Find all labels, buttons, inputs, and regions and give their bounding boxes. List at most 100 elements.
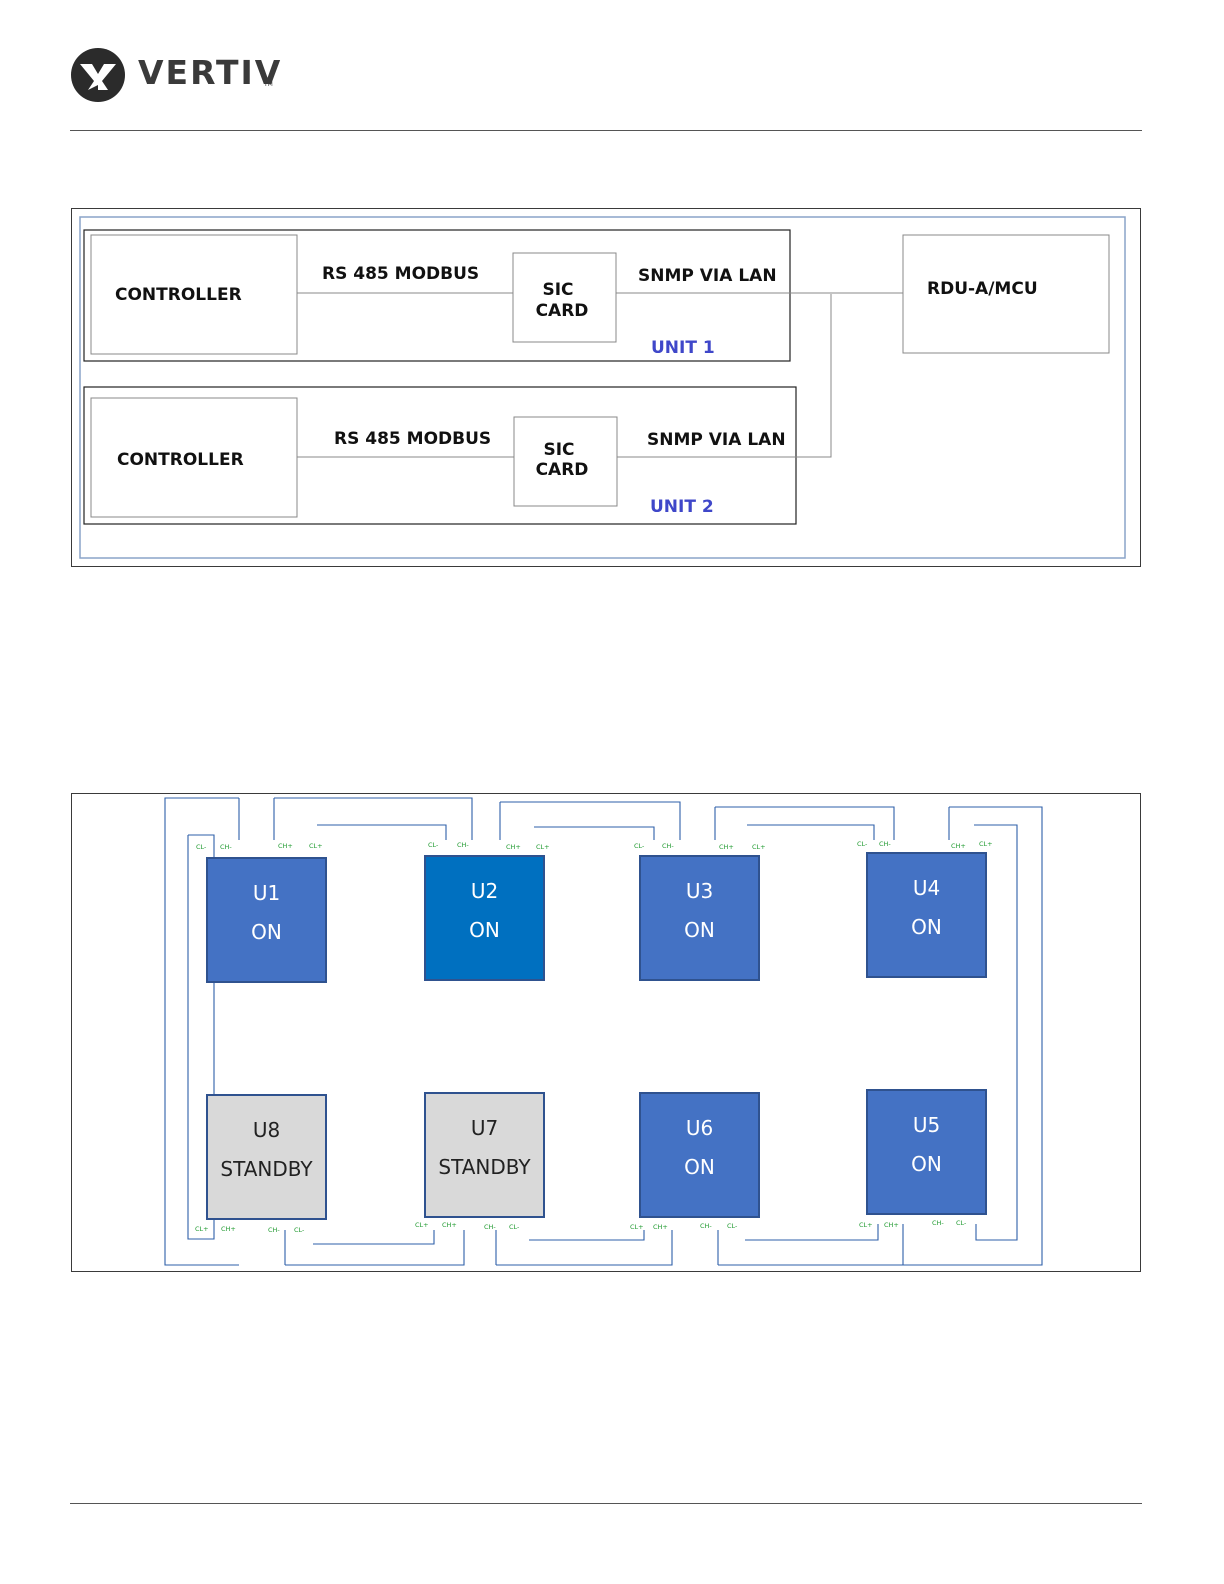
unit-box: [206, 1094, 327, 1220]
unit-box: [866, 1089, 987, 1215]
wire-0: [164, 797, 239, 1266]
pin-label-15: CL+: [979, 840, 993, 848]
unit-state: ON: [911, 915, 942, 939]
pin-labels: CL- CH- CH+ CL+ CL- CH- CH+ CL+ CL- CH- CH+ CL+ CL- C…: [195, 840, 993, 1234]
unit-box: [424, 1092, 545, 1218]
unit2-sic-label: SIC: [543, 440, 574, 460]
wire-16: [313, 1230, 435, 1245]
unit2-lan-line: [617, 294, 832, 458]
unit2-rs485-label: RS 485 MODBUS: [334, 429, 491, 449]
unit1-group-box: [83, 229, 791, 362]
wire-4: [500, 801, 681, 840]
pin-label-4: CL-: [428, 841, 439, 849]
pin-label-11: CL+: [752, 843, 766, 851]
pin-label-29: CH+: [884, 1221, 899, 1229]
unit2-label: UNIT 2: [650, 497, 714, 517]
unit-state: STANDBY: [220, 1157, 313, 1181]
wire-15: [285, 1230, 465, 1266]
pin-label-22: CH-: [484, 1223, 496, 1231]
wire-18: [529, 1230, 645, 1241]
brand-name: VERTIV: [138, 53, 283, 92]
wire-2: [274, 797, 473, 840]
pin-label-27: CL-: [727, 1222, 738, 1230]
unit-state: ON: [469, 918, 500, 942]
rdu-label: RDU-A/MCU: [927, 279, 1038, 299]
pin-label-6: CH+: [506, 843, 521, 851]
unit-state: STANDBY: [438, 1155, 531, 1179]
unit2-sic-card-box: [513, 416, 618, 507]
footer-rule: [70, 1503, 1142, 1504]
wiring-lines: [164, 797, 1043, 1266]
unit1-sic-card-box: [512, 252, 617, 343]
pin-label-1: CH-: [220, 843, 232, 851]
unit-name: U2: [471, 879, 498, 903]
wire-8: [903, 806, 1043, 1266]
unit-name: U4: [913, 876, 940, 900]
trademark-mark: TM: [264, 81, 273, 88]
unit2-group-box: [83, 386, 797, 525]
unit2-lan-label: SNMP VIA LAN: [647, 430, 786, 450]
pin-label-31: CL-: [956, 1219, 967, 1227]
unit-box: [866, 852, 987, 978]
unit-name: U1: [253, 881, 280, 905]
pin-label-30: CH-: [932, 1219, 944, 1227]
wire-19: [718, 1224, 904, 1266]
pin-label-24: CL+: [630, 1223, 644, 1231]
unit-name: U7: [471, 1116, 498, 1140]
inner-frame: [79, 216, 1126, 559]
wire-20: [745, 1224, 879, 1241]
unit-blocks: U1ONU2ONU3ONU4ONU8STANDBYU7STANDBYU6ONU5…: [206, 852, 987, 1220]
pin-label-9: CH-: [662, 842, 674, 850]
connectivity-diagram: CONTROLLER RS 485 MODBUS SIC CARD SNMP V…: [71, 208, 1141, 567]
unit-name: U6: [686, 1116, 713, 1140]
unit2-controller-label: CONTROLLER: [117, 450, 244, 470]
unit2-card-label: CARD: [536, 460, 589, 480]
unit1-card-label: CARD: [536, 301, 589, 321]
pin-label-10: CH+: [719, 843, 734, 851]
wire-7: [747, 824, 875, 840]
unit1-label: UNIT 1: [651, 338, 715, 358]
unit-name: U3: [686, 879, 713, 903]
pin-label-28: CL+: [859, 1221, 873, 1229]
rdu-box: [902, 234, 1110, 354]
vertiv-logo: VERTIV TM: [70, 47, 310, 103]
unit1-lan-label: SNMP VIA LAN: [638, 266, 777, 286]
pin-label-13: CH-: [879, 840, 891, 848]
unit-name: U8: [253, 1118, 280, 1142]
pin-label-16: CL+: [195, 1225, 209, 1233]
header-rule: [70, 130, 1142, 131]
wire-6: [715, 806, 895, 840]
pin-label-12: CL-: [857, 840, 868, 848]
pin-label-14: CH+: [951, 842, 966, 850]
unit-box: [206, 857, 327, 983]
wire-17: [496, 1230, 673, 1266]
pin-label-3: CL+: [309, 842, 323, 850]
wire-1: [187, 834, 215, 1240]
pin-label-17: CH+: [221, 1225, 236, 1233]
unit-name: U5: [913, 1113, 940, 1137]
wire-5: [534, 826, 655, 840]
pin-label-25: CH+: [653, 1223, 668, 1231]
unit2-controller-box: [90, 397, 298, 518]
pin-label-26: CH-: [700, 1222, 712, 1230]
pin-label-20: CL+: [415, 1221, 429, 1229]
pin-label-2: CH+: [278, 842, 293, 850]
pin-label-5: CH-: [457, 841, 469, 849]
unit-box: [639, 1092, 760, 1218]
pin-label-21: CH+: [442, 1221, 457, 1229]
pin-label-19: CL-: [294, 1226, 305, 1234]
unit1-sic-label: SIC: [542, 280, 573, 300]
pin-label-8: CL-: [634, 842, 645, 850]
pin-label-0: CL-: [196, 843, 207, 851]
pin-label-7: CL+: [536, 843, 550, 851]
unit1-controller-box: [90, 234, 298, 355]
unit-state: ON: [684, 918, 715, 942]
